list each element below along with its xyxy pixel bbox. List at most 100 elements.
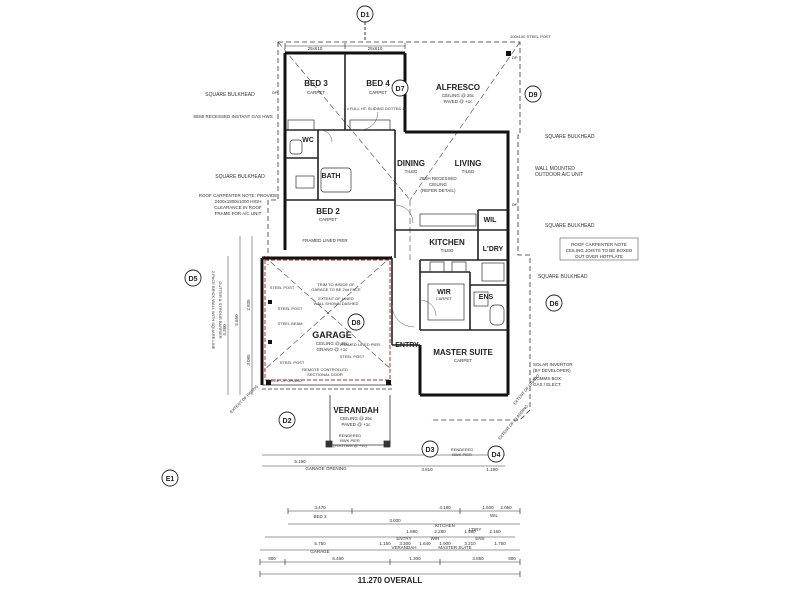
dim-row3-val-6: 3.210: [464, 541, 476, 546]
garage-door: [262, 384, 392, 390]
dim-row2-val-1: 3.030: [389, 518, 401, 523]
marker-d8: [347, 313, 365, 331]
section-markers: [161, 5, 563, 487]
steel-posts: [266, 51, 511, 385]
room-dining-sub: TILED: [405, 169, 419, 174]
dim-row2-val-3: 2.280: [434, 529, 446, 534]
note-gas-elect: GAS / ELECT.: [533, 382, 562, 387]
dim-garage-3: 1.190: [486, 467, 498, 472]
note-square-bulkhead-2: SQUARE BULKHEAD: [215, 174, 265, 180]
note-dp-2: DP: [512, 55, 518, 60]
note-steel-post-4: STEEL POST: [340, 354, 365, 359]
room-bed3: BED 3: [304, 79, 328, 88]
note-steel-beam: STEEL BEAM: [278, 321, 303, 326]
dim-row2-label-3: WIR: [431, 536, 440, 541]
marker-d7: [391, 79, 409, 97]
marker-d9: [524, 85, 542, 103]
dim-row2-label-4: ENS: [475, 536, 484, 541]
room-bed2-sub: CARPET: [319, 217, 338, 222]
dim-row3-val-5: 1.900: [439, 541, 451, 546]
room-wir-sub: CARPET: [436, 296, 453, 301]
note-square-bulkhead-3: SQUARE BULKHEAD: [545, 134, 595, 140]
note-recessed-3: (REFER DETAIL): [421, 188, 456, 193]
note-steel-post-2: STEEL POST: [278, 306, 303, 311]
marker-e1: [161, 469, 179, 487]
dim-row3-val-4: 1.640: [419, 541, 431, 546]
note-roof-carpenter-4: FRAME FOR A/C UNIT: [215, 211, 262, 216]
room-alfresco-sub: CEILING @ 25c: [442, 93, 475, 98]
room-living: LIVING: [455, 159, 482, 168]
marker-d6-label: D6: [550, 301, 559, 308]
note-extent-paving: EXTENT OF PAVING: [229, 384, 259, 414]
room-wc: WC: [302, 137, 314, 144]
note-rendered-5: BWK PIER: [452, 452, 472, 457]
roof-outline: [267, 41, 531, 421]
marker-d9-label: D9: [529, 92, 538, 99]
note-garage-4: WALL SHOWN DASHED: [314, 301, 359, 306]
marker-d7-label: D7: [396, 86, 405, 93]
dim-top-post: 100x100 STEEL POST: [510, 34, 552, 39]
dim-garage-1: 5.190: [294, 459, 306, 464]
dim-row1-val-1: 3.470: [314, 505, 326, 510]
dim-row3-val-7: 1.750: [494, 541, 506, 546]
dim-row1-label-1: BED 3: [313, 514, 327, 519]
marker-d1: [356, 5, 374, 23]
dim-row3-val-1: 5.750: [314, 541, 326, 546]
room-garage-sub2: GRANO @ +1c: [317, 347, 349, 352]
dim-row1-label-3: WIL: [490, 513, 498, 518]
note-roof-box-1: ROOF CARPENTER NOTE: [571, 242, 627, 247]
dim-row3-label-1: GARAGE: [310, 549, 329, 554]
room-wil: WIL: [484, 217, 498, 224]
dim-garage-2: 3.810: [421, 467, 433, 472]
dim-row4-val-3: 1.300: [409, 556, 421, 561]
room-garage-sub: CEILING @ 25c: [316, 341, 349, 346]
dim-row2-val-5: 2.160: [489, 529, 501, 534]
room-garage: GARAGE: [312, 330, 352, 340]
note-edge-grano: EDGE OF GRANO: [268, 378, 302, 383]
room-wir: WIR: [437, 289, 451, 296]
marker-d6: [545, 294, 563, 312]
note-steel-post-1: STEEL POST: [270, 285, 295, 290]
dim-top-1: 25x610: [308, 46, 323, 51]
dim-row4-val-1: 900: [268, 556, 276, 561]
marker-d5-label: D5: [189, 276, 198, 283]
note-full-ht: 2 x FULL HT. SLIDING DOTTED IN: [344, 106, 407, 111]
note-recessed-1: 25SH RECESSED: [419, 176, 457, 181]
room-bed4-sub: CARPET: [369, 90, 388, 95]
dim-row3-label-2: VERANDAH: [391, 545, 416, 550]
door-swings: [319, 111, 437, 328]
dim-row3-val-2: 1.150: [379, 541, 391, 546]
room-dining: DINING: [397, 159, 425, 168]
note-solar-1: SOLAR INVERTOR: [533, 362, 573, 367]
room-bed4: BED 4: [366, 79, 390, 88]
fixtures: [287, 119, 505, 326]
note-extent-grano: EXTENT OF GRANO: [512, 373, 540, 405]
note-garage-1: TRIM TO INSIDE OF: [317, 282, 355, 287]
note-rendered-2: BWK PIER: [340, 438, 360, 443]
note-roof-carpenter-1: ROOF CARPENTER NOTE: PROVIDE: [199, 193, 278, 198]
dim-row2-val-2: 1.890: [406, 529, 418, 534]
note-semi-recessed: SEMI RECESSED INSTANT GAS HWS: [193, 114, 273, 119]
note-solar-2: (BY DEVELOPER): [533, 368, 571, 373]
note-remote-door-1: REMOTE CONTROLLED: [302, 367, 348, 372]
dim-row2-val-4: 1.580: [464, 529, 476, 534]
dim-row2-label-1: L'DRY: [469, 527, 482, 532]
room-alfresco-sub2: PAVED @ +1c: [443, 99, 473, 104]
note-roof-box-3: OUT OVER HOTPLATE: [575, 254, 623, 259]
note-garage-opening: GARAGE OPENING: [305, 466, 347, 471]
note-rendered-1: RENDERED: [339, 433, 362, 438]
dim-top-2: 25x610: [368, 46, 383, 51]
marker-d3-label: D3: [426, 447, 435, 454]
dimension-ticks: [259, 43, 521, 577]
note-remote-door-2: SECTIONAL DOOR: [307, 372, 343, 377]
dim-row4-val-4: 3.850: [472, 556, 484, 561]
room-ldry: L'DRY: [483, 246, 504, 253]
note-wall-mounted-1: WALL MOUNTED: [535, 166, 575, 172]
note-square-bulkhead-4: SQUARE BULKHEAD: [545, 223, 595, 229]
dim-row1-val-3: 1.500: [482, 505, 494, 510]
room-bath: BATH: [322, 173, 341, 180]
marker-d1-label: D1: [361, 12, 370, 19]
marker-d4: [487, 445, 505, 463]
note-rendered-4: RENDERED: [451, 447, 474, 452]
